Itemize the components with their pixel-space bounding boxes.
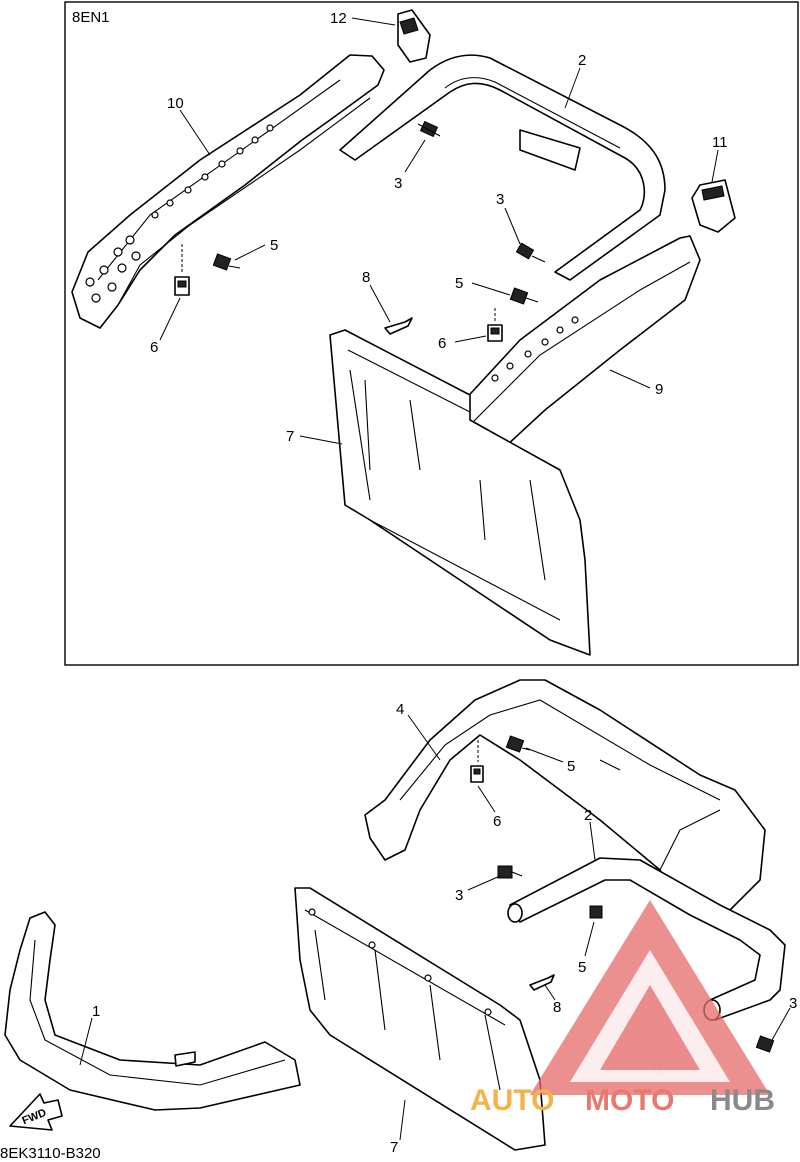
part-10-left-footrest [71,54,385,329]
watermark-logo: AUTO MOTO HUB [470,900,775,1117]
callout-3-bottom-a: 3 [455,887,463,904]
part-12-cap [397,9,431,63]
callout-6-bottom-a: 6 [493,813,501,830]
part-4-fender [364,679,766,921]
reference-code: 8EK3110-B320 [0,1145,101,1162]
fastener-3-bottom-a [497,865,523,879]
callout-3-b: 3 [496,191,504,208]
callout-5-a: 5 [270,237,278,254]
clip-6-top-b [487,324,503,342]
rivet-8-top [384,317,413,335]
callout-8: 8 [362,269,370,286]
callout-12: 12 [330,10,347,27]
rivet-8-bottom [529,974,555,991]
fastener-3-top-a [417,120,441,138]
callout-3-bottom-b: 3 [789,995,797,1012]
diagram-frame [64,1,799,666]
fwd-arrow: FWD [9,1093,63,1131]
leaders-top [159,17,719,445]
watermark-text-hub: HUB [710,1084,775,1117]
callout-5-bottom-b: 5 [578,959,586,976]
box-label: 8EN1 [72,9,110,26]
fastener-3-top-b [515,242,546,263]
callout-7: 7 [286,428,294,445]
fastener-5-top-b [509,287,539,305]
watermark-text-moto: MOTO [585,1084,674,1117]
watermark-text-auto: AUTO [470,1084,554,1117]
part-2-frame [339,54,666,281]
callout-9: 9 [655,381,663,398]
callout-6-a: 6 [150,339,158,356]
callout-10: 10 [167,95,184,112]
callout-8-bottom: 8 [553,999,561,1016]
clip-6-top-a [174,276,190,296]
fastener-5-top-a [212,253,241,271]
callout-3-a: 3 [394,175,402,192]
fastener-5-bottom-a [505,735,531,753]
callout-2-bottom: 2 [584,807,592,824]
callout-7-bottom: 7 [390,1139,398,1156]
part-11-cap [691,179,736,233]
callout-6-b: 6 [438,335,446,352]
part-7-guard-top [329,329,591,656]
callout-2: 2 [578,52,586,69]
fastener-3-bottom-b [755,1035,775,1053]
callout-5-bottom-a: 5 [567,758,575,775]
fastener-5-bottom-b [589,905,603,919]
part-7-guard-bottom [294,887,546,1151]
callout-1: 1 [92,1003,100,1020]
callout-4: 4 [396,701,404,718]
callout-5-b: 5 [455,275,463,292]
clip-6-bottom-a [470,765,484,783]
part-1-front-bumper [4,911,301,1111]
callout-11: 11 [712,134,728,151]
